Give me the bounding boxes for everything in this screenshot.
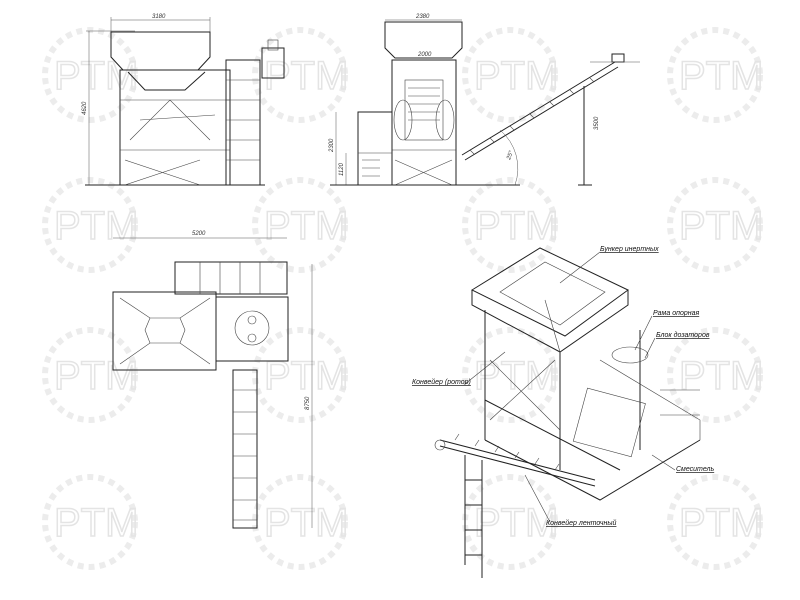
label-support-frame: Рама опорная [653,310,699,317]
watermark-text: PTM [474,204,558,248]
dimension-length: 8750 [305,396,311,410]
dimension-angle: 25° [506,150,515,162]
dimension-width: 2380 [415,14,430,20]
label-aggregate-hopper: Бункер инертных [600,246,659,253]
watermark-text: PTM [679,54,763,98]
dimension-step-height: 1120 [339,162,345,176]
label-belt-conveyor: Конвейер ленточный [546,519,617,527]
watermark-text: PTM [474,354,558,398]
label-mixer: Смеситель [676,466,715,473]
dimension-width: 5200 [192,231,206,237]
watermark-text: PTM [264,501,348,545]
watermark-text: PTM [264,204,348,248]
dimension-conveyor-height: 3500 [594,116,600,130]
watermark-text: PTM [474,54,558,98]
dimension-width: 3180 [152,14,166,20]
watermark-text: PTM [54,501,138,545]
label-rotor-conveyor: Конвейер (ротор) [412,378,471,386]
top-view: 5200 8750 [112,231,313,529]
dimension-height: 4620 [82,101,88,115]
dimension-platform-height: 2300 [329,138,335,153]
label-dosing-unit: Блок дозаторов [656,331,710,339]
isometric-view: Бункер инертных Рама опорная Блок дозато… [412,246,715,578]
watermark-text: PTM [54,354,138,398]
watermark-text: PTM [679,204,763,248]
watermark-text: PTM [264,54,348,98]
dimension-inner-width: 2000 [417,52,432,58]
watermark-text: PTM [474,501,558,545]
watermark-text: PTM [54,54,138,98]
front-view: 3180 4620 [82,14,285,186]
watermark-grid: PTM PTM PTM PTM PTM PTM PTM PTM PTM PTM … [42,27,764,570]
watermark-text: PTM [679,501,763,545]
side-view: 2380 2000 2300 1120 3500 25° [329,14,640,186]
watermark-text: PTM [679,354,763,398]
watermark-text: PTM [54,204,138,248]
